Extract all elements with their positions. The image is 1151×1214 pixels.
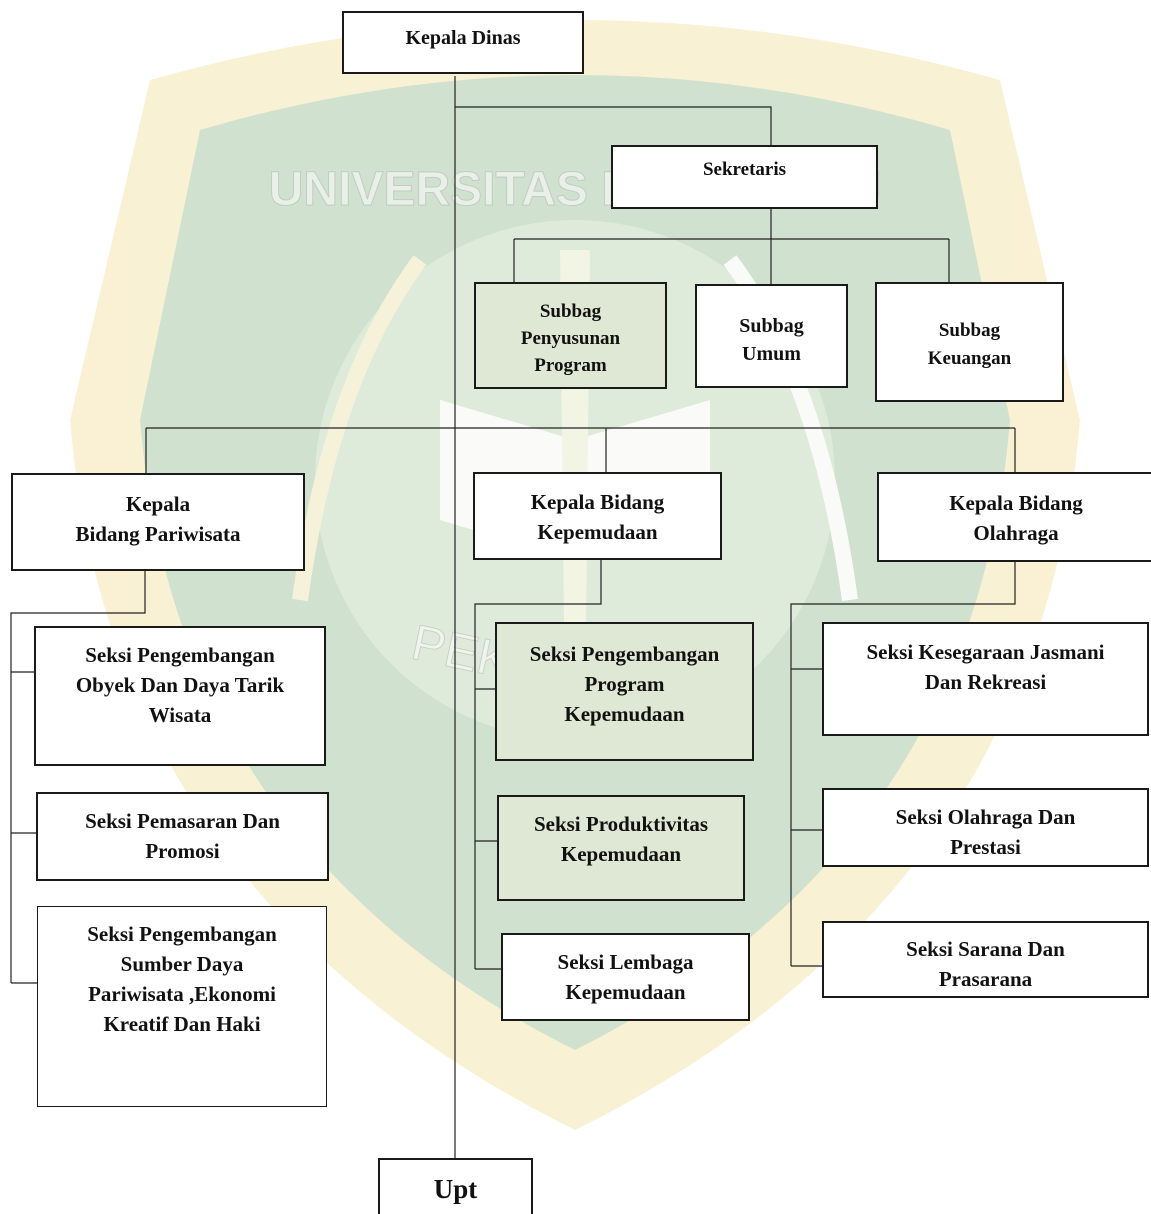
box-subbag-umum: Subbag Umum (695, 284, 848, 388)
box-bidang-pariwisata: Kepala Bidang Pariwisata (11, 473, 305, 571)
box-seksi-pariwisata-3: Seksi Pengembangan Sumber Daya Pariwisat… (37, 906, 327, 1107)
box-seksi-pariwisata-1: Seksi Pengembangan Obyek Dan Daya Tarik … (34, 626, 326, 766)
box-seksi-kepemudaan-2: Seksi Produktivitas Kepemudaan (497, 795, 745, 901)
line-to-sekretaris (455, 106, 772, 147)
box-seksi-olahraga-1: Seksi Kesegaraan Jasmani Dan Rekreasi (822, 622, 1149, 736)
box-seksi-kepemudaan-3: Seksi Lembaga Kepemudaan (501, 933, 750, 1021)
box-seksi-pariwisata-2: Seksi Pemasaran Dan Promosi (36, 792, 329, 881)
box-seksi-olahraga-2: Seksi Olahraga Dan Prestasi (822, 788, 1149, 867)
box-subbag-keuangan: Subbag Keuangan (875, 282, 1064, 402)
box-bidang-olahraga: Kepala Bidang Olahraga (877, 472, 1151, 562)
rice-stalk-icon (292, 255, 427, 602)
box-subbag-program: Subbag Penyusunan Program (474, 282, 667, 389)
olahraga-branch-line (790, 562, 1016, 966)
box-sekretaris: Sekretaris (611, 145, 878, 209)
pariwisata-branch-line (10, 571, 146, 983)
box-kepala-dinas: Kepala Dinas (342, 11, 584, 74)
box-bidang-kepemudaan: Kepala Bidang Kepemudaan (473, 472, 722, 560)
kepemudaan-branch-line (474, 560, 602, 969)
box-upt: Upt (378, 1158, 533, 1214)
box-seksi-kepemudaan-1: Seksi Pengembangan Program Kepemudaan (495, 622, 754, 761)
box-seksi-olahraga-3: Seksi Sarana Dan Prasarana (822, 921, 1149, 998)
